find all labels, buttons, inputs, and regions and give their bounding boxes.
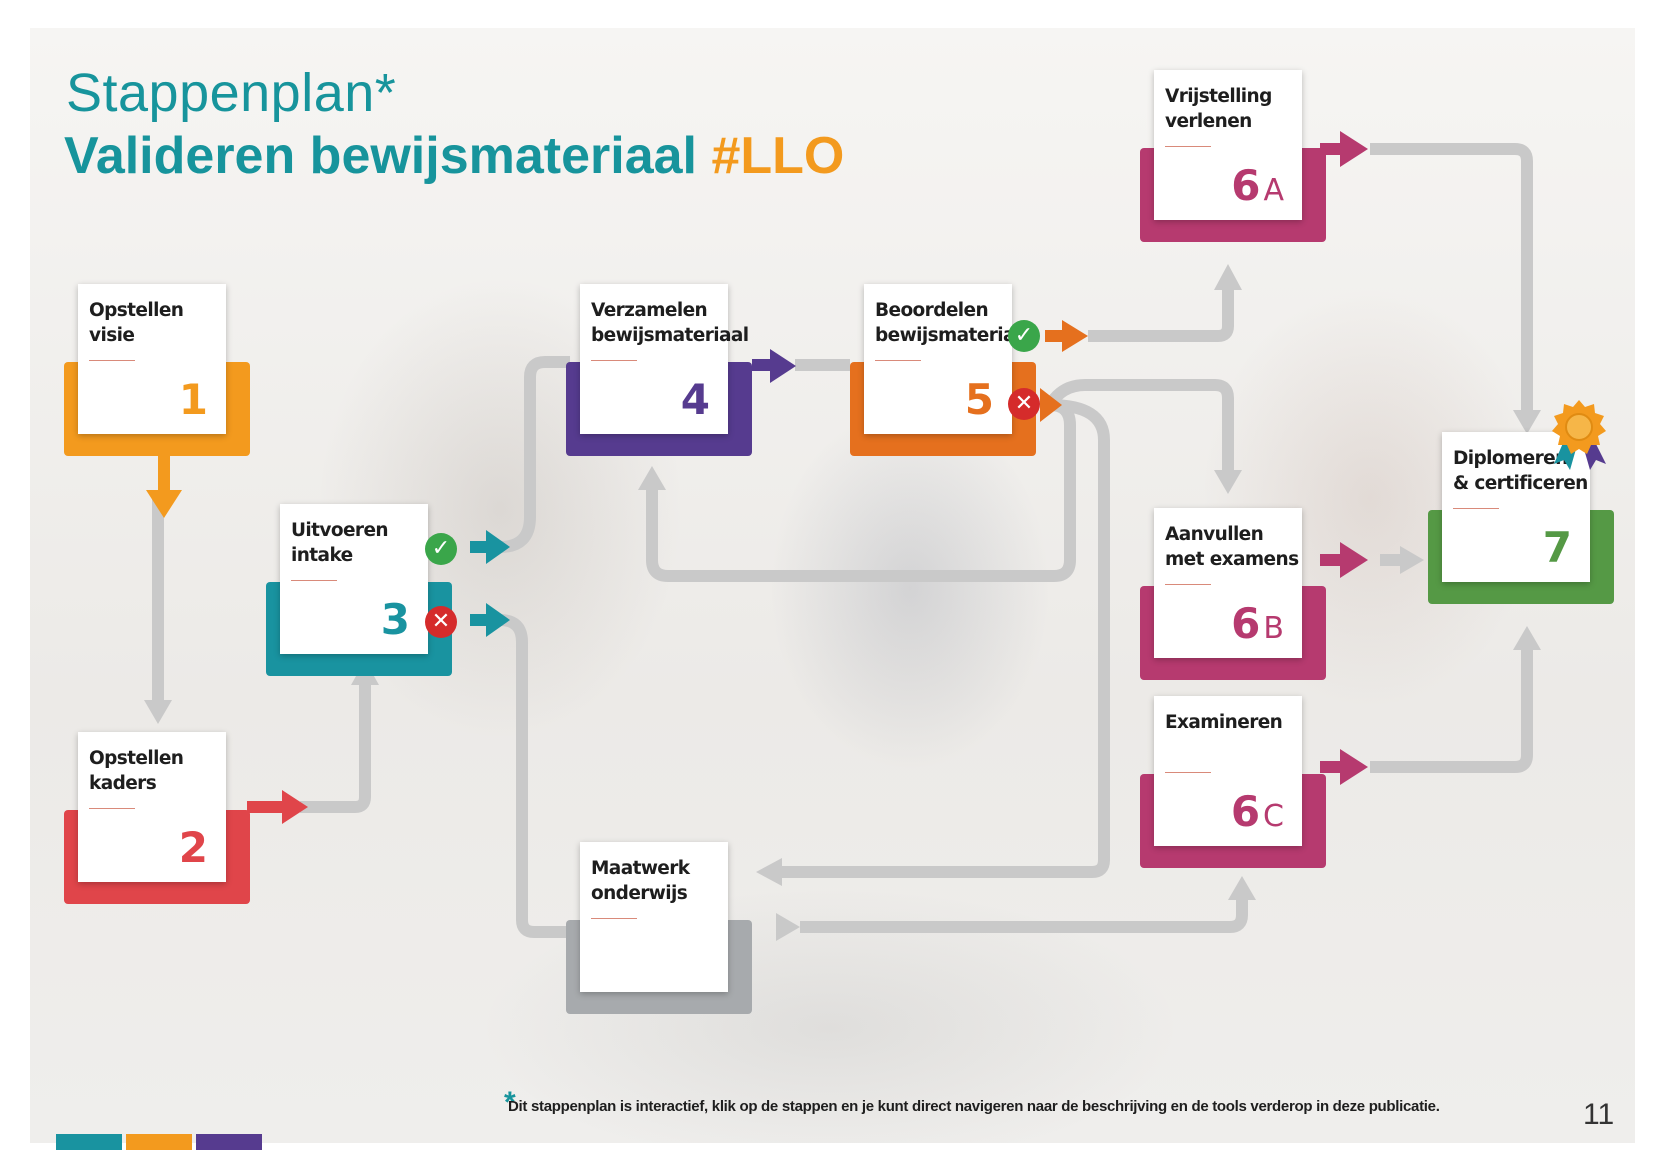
step-6a-label: Vrijstelling verlenen: [1165, 86, 1272, 132]
step-4-separator: [591, 360, 637, 361]
arrow-out-3-ok: [486, 530, 510, 564]
step-3-approved-badge: ✓: [425, 533, 457, 565]
step-3-label: Uitvoeren intake: [291, 520, 389, 566]
step-1-card: Opstellen visie 1: [78, 284, 226, 434]
title-main: Valideren bewijsmateriaal: [64, 127, 697, 185]
arrow-out-6c: [1340, 749, 1368, 785]
step-maatwerk-separator: [591, 918, 637, 919]
arrowhead-into-7-bottom: [1513, 626, 1541, 650]
step-7-separator: [1453, 508, 1499, 509]
check-icon: ✓: [431, 536, 451, 561]
footnote-star: *: [504, 1086, 516, 1119]
step-2-label: Opstellen kaders: [89, 748, 184, 794]
arrow-out-4: [770, 349, 796, 383]
step-1-opstellen-visie[interactable]: Opstellen visie 1: [64, 284, 250, 456]
award-icon: [1552, 400, 1606, 470]
arrowhead-into-6c: [1228, 876, 1256, 900]
arrow-out-6b: [1340, 542, 1368, 578]
arrowhead-into-6b: [1214, 470, 1242, 494]
step-4-label: Verzamelen bewijsmateriaal: [591, 300, 749, 346]
step-6b-label: Aanvullen met examens: [1165, 524, 1299, 570]
page-number: 11: [1583, 1098, 1615, 1131]
color-strip-purple: [196, 1134, 262, 1150]
arrow-out-5-no: [1040, 388, 1062, 422]
step-maatwerk-onderwijs[interactable]: Maatwerk onderwijs: [566, 842, 752, 1014]
arrow-out-3-no: [486, 603, 510, 637]
arrowhead-into-7-side: [1400, 546, 1424, 574]
step-5-beoordelen-bewijsmateriaal[interactable]: Beoordelen bewijsmateriaal 5: [850, 284, 1036, 456]
step-6c-label: Examineren: [1165, 712, 1283, 733]
step-6a-separator: [1165, 146, 1211, 147]
step-1-label: Opstellen visie: [89, 300, 184, 346]
arrowhead-out-maatwerk: [776, 913, 800, 941]
connector-6c-to-7: [1370, 650, 1533, 773]
step-7-label: Diplomeren & certificeren: [1453, 448, 1588, 494]
step-3-number: 3: [380, 595, 410, 644]
arrow-out-1: [146, 490, 182, 518]
connector-5-to-6a: [1088, 290, 1234, 342]
arrowhead-into-4-loop: [638, 466, 666, 490]
cross-icon: ✕: [1014, 391, 1034, 416]
step-2-opstellen-kaders[interactable]: Opstellen kaders 2: [64, 732, 250, 904]
title-tag: #LLO: [711, 127, 845, 185]
arrow-out-5-ok: [1062, 320, 1088, 352]
footnote: Dit stappenplan is interactief, klik op …: [508, 1098, 1440, 1115]
step-1-number: 1: [178, 375, 208, 424]
arrowhead-into-maatwerk: [756, 858, 782, 886]
connector-6a-to-7: [1370, 143, 1533, 410]
step-5-separator: [875, 360, 921, 361]
step-6b-separator: [1165, 584, 1211, 585]
step-2-number: 2: [178, 823, 208, 872]
step-5-rejected-badge: ✕: [1008, 388, 1040, 420]
arrowhead-into-6a: [1214, 264, 1242, 290]
arrow-out-6a: [1340, 131, 1368, 167]
check-icon: ✓: [1014, 323, 1034, 348]
step-2-card: Opstellen kaders 2: [78, 732, 226, 882]
arrowhead-into-2: [144, 700, 172, 724]
step-2-separator: [89, 808, 135, 809]
step-3-card: Uitvoeren intake 3: [280, 504, 428, 654]
step-maatwerk-card: Maatwerk onderwijs: [580, 842, 728, 992]
step-4-verzamelen-bewijsmateriaal[interactable]: Verzamelen bewijsmateriaal 4: [566, 284, 752, 456]
title-line-2: Valideren bewijsmateriaal #LLO: [64, 126, 844, 186]
connector-2-to-3: [300, 685, 371, 813]
arrowhead-into-7-top: [1513, 410, 1541, 434]
step-6c-separator: [1165, 772, 1211, 773]
step-4-number: 4: [680, 375, 710, 424]
step-1-separator: [89, 360, 135, 361]
step-5-card: Beoordelen bewijsmateriaal 5: [864, 284, 1033, 434]
step-7-number: 7: [1542, 523, 1572, 572]
step-3-separator: [291, 580, 337, 581]
connector-maatwerk-to-6c: [800, 900, 1248, 933]
step-3-rejected-badge: ✕: [425, 606, 457, 638]
color-strip-orange: [126, 1134, 192, 1150]
step-4-card: Verzamelen bewijsmateriaal 4: [580, 284, 749, 434]
step-3-uitvoeren-intake[interactable]: Uitvoeren intake 3: [266, 504, 452, 676]
connector-5-to-6b: [1044, 379, 1234, 470]
arrow-out-2: [282, 790, 308, 824]
color-strip-teal: [56, 1134, 122, 1150]
step-5-number: 5: [964, 375, 994, 424]
cross-icon: ✕: [431, 609, 451, 634]
step-5-approved-badge: ✓: [1008, 320, 1040, 352]
step-maatwerk-label: Maatwerk onderwijs: [591, 858, 690, 904]
title-line-1: Stappenplan*: [66, 63, 397, 123]
step-5-label: Beoordelen bewijsmateriaal: [875, 300, 1033, 346]
connector-5-to-maatwerk: [782, 399, 1110, 878]
connector-3-to-maatwerk: [499, 614, 570, 938]
connector-3-to-4: [499, 356, 570, 553]
